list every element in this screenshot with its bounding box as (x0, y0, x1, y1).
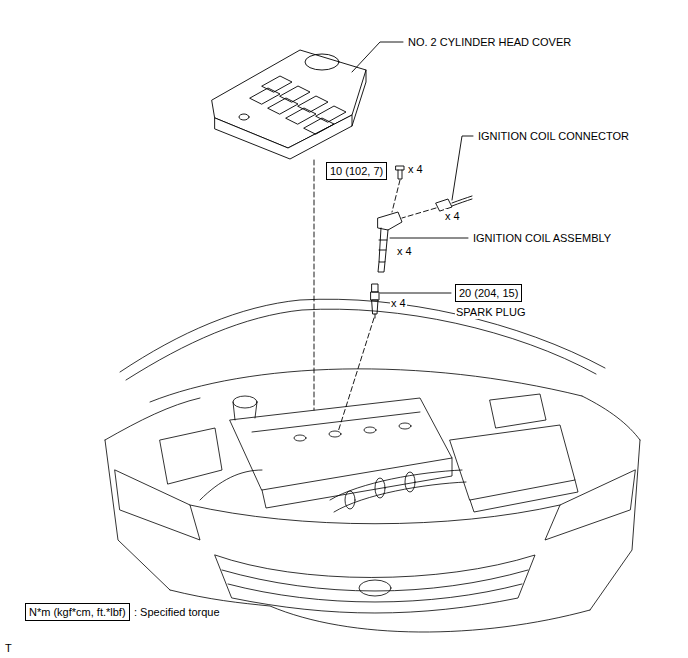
torque-box: 10 (102, 7) (326, 162, 387, 180)
bolt (396, 166, 404, 179)
cylinder-head-cover (212, 50, 366, 159)
legend-torque-box: N*m (kgf*cm, ft.*lbf) (25, 603, 130, 621)
part-label: : Specified torque (133, 605, 221, 619)
leader-line (452, 136, 473, 200)
torque-value: 10 (102, 7) (330, 165, 383, 177)
quantity-label: x 4 (444, 209, 461, 223)
quantity-label: x 4 (396, 244, 413, 258)
torque-value: 20 (204, 15) (459, 287, 518, 299)
quantity-label: x 4 (390, 296, 407, 310)
ignition-coil (378, 212, 402, 272)
part-label: T (4, 641, 13, 655)
vehicle-outline (105, 299, 640, 632)
leader-line (380, 293, 451, 294)
part-label: SPARK PLUG (455, 305, 527, 319)
part-label: IGNITION COIL CONNECTOR (477, 129, 630, 143)
part-label: IGNITION COIL ASSEMBLY (472, 231, 612, 245)
torque-box: 20 (204, 15) (455, 284, 522, 302)
quantity-label: x 4 (407, 162, 424, 176)
torque-value: N*m (kgf*cm, ft.*lbf) (29, 606, 126, 618)
part-label: NO. 2 CYLINDER HEAD COVER (407, 35, 572, 49)
leader-line (352, 42, 403, 72)
leader-line (390, 238, 468, 239)
dashed-guide (314, 160, 436, 432)
